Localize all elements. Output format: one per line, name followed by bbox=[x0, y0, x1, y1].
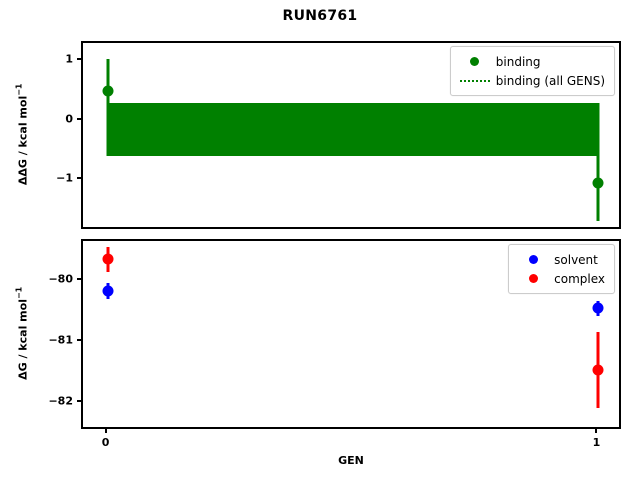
x-axis-label: GEN bbox=[338, 454, 364, 467]
y-tick-mark bbox=[77, 339, 81, 342]
binding-all-gens-band bbox=[107, 102, 599, 157]
legend-item-complex[interactable]: complex bbox=[516, 269, 605, 288]
legend-item-binding-all-gens[interactable]: binding (all GENS) bbox=[458, 71, 605, 90]
y-tick-mark bbox=[77, 277, 81, 280]
binding-all-gens-left-stub bbox=[106, 102, 110, 157]
figure-title: RUN6761 bbox=[282, 8, 358, 24]
y-tick-mark bbox=[77, 57, 81, 60]
bottom-y-axis-label-exponent: −1 bbox=[14, 286, 24, 300]
bottom-y-tick-label-neg82: −82 bbox=[48, 394, 73, 408]
top-y-axis-label: ΔΔG / kcal mol−1 bbox=[15, 40, 30, 228]
top-plot-legend[interactable]: binding binding (all GENS) bbox=[449, 46, 615, 96]
top-y-tick-label-1: 1 bbox=[65, 52, 73, 66]
bottom-plot-legend[interactable]: solvent complex bbox=[508, 244, 615, 294]
top-y-tick-label-neg1: −1 bbox=[56, 171, 73, 185]
y-tick-mark bbox=[77, 117, 81, 120]
legend-label-binding-all-gens: binding (all GENS) bbox=[495, 73, 605, 88]
dotted-line-icon bbox=[458, 79, 492, 82]
solvent-marker-icon bbox=[516, 255, 550, 264]
complex-marker-icon bbox=[516, 274, 550, 283]
legend-item-solvent[interactable]: solvent bbox=[516, 250, 605, 269]
solvent-marker-gen1 bbox=[592, 302, 604, 314]
binding-all-gens-right-stub bbox=[596, 102, 600, 157]
legend-item-binding[interactable]: binding bbox=[458, 52, 605, 71]
complex-marker-gen1 bbox=[592, 364, 604, 376]
x-tick-label-1: 1 bbox=[592, 436, 601, 449]
bottom-y-tick-label-neg81: −81 bbox=[48, 333, 73, 347]
x-tick-label-0: 0 bbox=[101, 436, 110, 449]
bottom-y-tick-label-neg80: −80 bbox=[48, 272, 73, 286]
x-tick-mark bbox=[595, 429, 598, 433]
bottom-plot-axes: solvent complex bbox=[81, 239, 621, 429]
binding-marker-gen1 bbox=[592, 177, 604, 189]
legend-label-solvent: solvent bbox=[554, 252, 598, 267]
binding-marker-gen0 bbox=[102, 85, 114, 97]
legend-label-binding: binding bbox=[495, 54, 541, 69]
top-plot-axes: binding binding (all GENS) bbox=[81, 41, 621, 229]
top-y-tick-label-0: 0 bbox=[65, 112, 73, 126]
legend-label-complex: complex bbox=[554, 271, 605, 286]
complex-marker-gen0 bbox=[102, 253, 114, 265]
x-tick-mark bbox=[104, 429, 107, 433]
top-y-axis-label-exponent: −1 bbox=[14, 83, 24, 96]
binding-marker-icon bbox=[458, 57, 492, 66]
solvent-marker-gen0 bbox=[102, 285, 114, 297]
y-tick-mark bbox=[77, 400, 81, 403]
y-tick-mark bbox=[77, 177, 81, 180]
